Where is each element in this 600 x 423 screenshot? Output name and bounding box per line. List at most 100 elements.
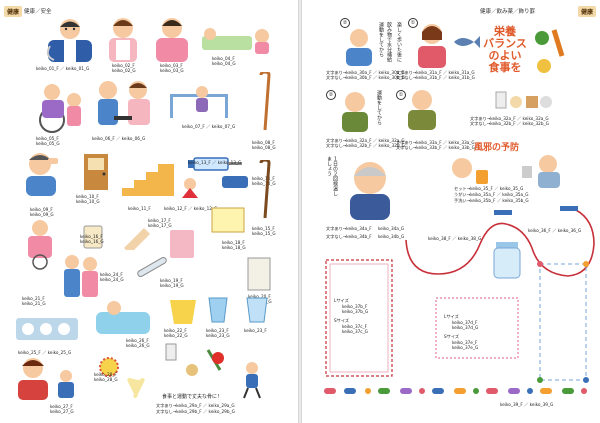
- cold-prevention-heading: 風邪の予防: [474, 143, 520, 153]
- yellow-cup-illustration: [170, 300, 196, 324]
- label-10b: keiko_10_G: [76, 199, 100, 204]
- label-22a: keiko_22_F: [164, 328, 187, 333]
- label-29a: 文字あり→keiko_29a_F ／ keiko_29a_G: [156, 403, 235, 408]
- pink-frame: [435, 297, 519, 359]
- label-26a: keiko_26_F: [126, 338, 149, 343]
- label-08b: keiko_08_G: [252, 145, 276, 150]
- label-02b: keiko_02_G: [112, 68, 136, 73]
- vert-text-temp: １日の２回検温しましょう: [326, 156, 338, 196]
- label-37-l-size-2: Lサイズ: [444, 314, 459, 319]
- vert-text-2a-mid: 運動をしてから: [376, 90, 382, 125]
- label-04b: keiko_04_G: [212, 61, 236, 66]
- caregiver-illustration: [28, 220, 52, 270]
- label-15a: keiko_15_F: [252, 226, 275, 231]
- label-21a: keiko_21_F: [22, 296, 45, 301]
- checkup-illustration: [98, 81, 150, 125]
- label-17a: keiko_17_F: [148, 218, 171, 223]
- fish-illustration: [454, 36, 480, 48]
- label-28b: keiko_28_G: [94, 377, 118, 382]
- label-01: keiko_01_F ／ keiko_01_G: [36, 66, 90, 71]
- label-19a: keiko_19_F: [160, 278, 183, 283]
- cane-brown-illustration: [259, 160, 271, 219]
- parallel-bars-illustration: [170, 86, 228, 118]
- label-09b: keiko_09_G: [30, 212, 54, 217]
- elderly-couple-illustration: [64, 255, 98, 297]
- nutrition-heading: 栄養 バランス のよい 食事を: [483, 25, 527, 74]
- old-man-illustration: [342, 92, 368, 132]
- label-34b2: keiko_34b_G: [378, 234, 405, 239]
- thermometer-illustration: [137, 257, 167, 277]
- pill-bottle-illustration: [222, 176, 248, 188]
- water-glass-illustration: [208, 297, 228, 323]
- label-13: keiko_13_F ／ keiko_13_G: [188, 160, 242, 165]
- page-header-right: 健康／飲み薬／飾り罫: [480, 9, 536, 15]
- label-31b: 文字なし→keiko_31b_F ／ keiko_31b_G: [396, 75, 475, 80]
- vert-text-1a: 楽しく歩いた後に: [396, 22, 402, 62]
- label-05b: keiko_05_G: [36, 141, 60, 146]
- label-34a-top: 文字あり→keiko_32a_F ／ keiko_32a_G: [470, 116, 549, 121]
- label-14a: keiko_14_F: [252, 176, 275, 181]
- label-12: keiko_12_F ／ keiko_12_G: [164, 206, 218, 211]
- label-27b: keiko_27_G: [50, 409, 74, 414]
- book-gutter: [298, 0, 302, 423]
- doctor-illustration: [46, 19, 92, 62]
- label-33a: 文字あり→keiko_33a_F ／ keiko_33a_G: [396, 140, 475, 145]
- label-34a: 文字あり→keiko_34a_F: [326, 226, 372, 231]
- label-35c: 手洗い→keiko_35b_F ／ keiko_35b_G: [454, 198, 529, 203]
- label-03a: keiko_03_F: [160, 63, 183, 68]
- label-37-l-size: Lサイズ: [334, 298, 349, 303]
- label-35b: うがい→keiko_35a_F ／ keiko_35a_G: [454, 192, 529, 197]
- label-23c: keiko_23_F: [244, 328, 267, 333]
- label-37e-F: keiko_37e_F: [452, 340, 478, 345]
- label-16b: keiko_16_G: [80, 239, 104, 244]
- virus-illustration: [99, 357, 119, 377]
- label-02a: keiko_02_F: [112, 63, 135, 68]
- label-23a: keiko_23_F: [206, 328, 229, 333]
- vert-text-2a: 運動をしてから: [378, 22, 384, 57]
- label-38: keiko_38_F ／ keiko_38_G: [428, 236, 482, 241]
- label-30a: 文字あり→keiko_30a_F ／ keiko_30a_G: [326, 70, 405, 75]
- medicine-box-illustration: [247, 257, 271, 291]
- meal-tray-illustration: [16, 318, 78, 340]
- boy-illustration: [58, 370, 74, 398]
- woman-pill-illustration: [418, 24, 446, 68]
- left-page: 健康 健康／安全 keiko_01_F ／ keiko_01_G keiko_0…: [0, 0, 299, 423]
- right-page: 健康／飲み薬／飾り罫 健康 ② 運動をしてから 飲み物で水分補給 ① 楽しく歩い…: [302, 0, 600, 423]
- label-31a: 文字あり→keiko_31a_F ／ keiko_31a_G: [396, 70, 475, 75]
- label-30b: 文字なし→keiko_30b_F ／ keiko_30b_G: [326, 75, 405, 80]
- woman-red-illustration: [18, 358, 48, 400]
- label-22b: keiko_22_G: [164, 333, 188, 338]
- badge-1-mid: ①: [396, 90, 406, 100]
- label-37-s-size: Sサイズ: [334, 318, 350, 323]
- vegetables-illustration: [535, 29, 565, 73]
- food-bones-illustration: [165, 343, 224, 376]
- man-drinking-illustration: [346, 29, 372, 66]
- syringe-illustration: [188, 157, 242, 171]
- label-37b-F: keiko_37b_F: [342, 304, 368, 309]
- label-18b: keiko_18_G: [222, 245, 246, 250]
- badge-2-top: ②: [340, 18, 350, 28]
- label-26b: keiko_26_G: [126, 343, 150, 348]
- badge-2-mid: ②: [326, 90, 336, 100]
- label-37b-G: keiko_37b_G: [342, 309, 369, 314]
- label-03b: keiko_03_G: [160, 68, 184, 73]
- label-07: keiko_07_F ／ keiko_07_G: [182, 124, 236, 129]
- label-33b: 文字なし→keiko_33b_F ／ keiko_33b_G: [396, 145, 475, 150]
- bandage-illustration: [124, 228, 150, 250]
- food-items-illustration: [495, 91, 552, 109]
- label-23b: keiko_23_G: [206, 333, 230, 338]
- label-06: keiko_06_F ／ keiko_06_G: [92, 136, 146, 141]
- label-37c-F: keiko_37c_F: [342, 324, 368, 329]
- label-17b: keiko_17_G: [148, 223, 172, 228]
- label-28a: keiko_28_F: [94, 372, 117, 377]
- dashed-frame-red: [325, 259, 393, 377]
- label-37d-G: keiko_37d_G: [452, 325, 479, 330]
- label-09a: keiko_09_F: [30, 207, 53, 212]
- label-08a: keiko_08_F: [252, 140, 275, 145]
- syringe-rope-frame: [405, 206, 595, 277]
- label-18a: keiko_18_F: [222, 240, 245, 245]
- label-24a: keiko_24_F: [100, 272, 123, 277]
- girl-illustration: [182, 178, 198, 198]
- pill-row-border: [324, 388, 587, 394]
- vert-text-2b: 飲み物で水分補給: [386, 22, 392, 62]
